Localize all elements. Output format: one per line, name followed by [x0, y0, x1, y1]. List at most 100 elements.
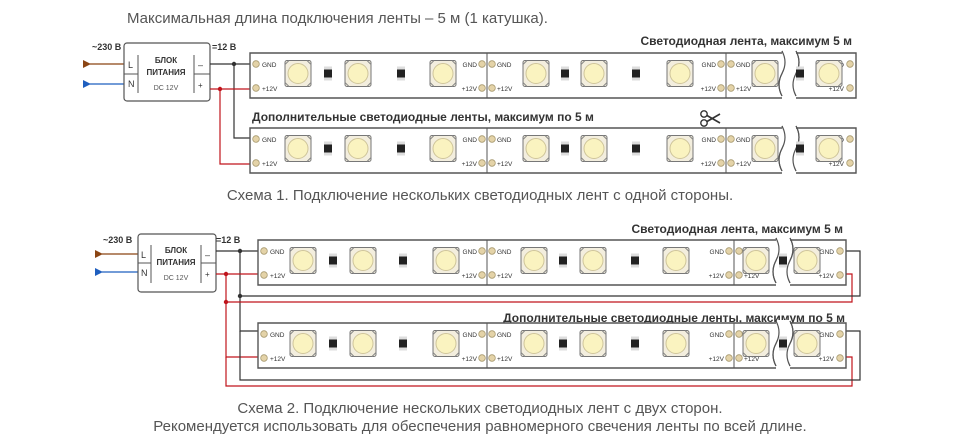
wire-plus-branch: [225, 274, 262, 358]
solder-pad: [488, 84, 496, 92]
gnd-pad-label: GND: [710, 249, 725, 256]
solder-pad: [488, 271, 496, 279]
led-chip: [742, 330, 770, 357]
scheme-1-caption: Схема 1. Подключение нескольких светодио…: [226, 187, 734, 204]
gnd-pad-label: GND: [463, 137, 478, 144]
gnd-pad-label: GND: [463, 249, 478, 256]
solder-pad: [717, 159, 725, 167]
resistor: [779, 336, 787, 351]
solder-pad: [846, 84, 854, 92]
resistor: [632, 66, 640, 81]
led-chip: [815, 60, 843, 87]
solder-pad: [478, 84, 486, 92]
solder-pad: [478, 247, 486, 255]
resistor: [559, 336, 567, 351]
wire-plus-return-1: [226, 273, 853, 303]
led-chip: [289, 330, 317, 357]
resistor: [561, 141, 569, 156]
solder-pad: [488, 60, 496, 68]
led-chip: [751, 60, 779, 87]
solder-pad: [478, 60, 486, 68]
solder-pad: [488, 354, 496, 362]
mains-label: ~230 В: [103, 235, 133, 245]
scheme-2-caption-line-1: Схема 2. Подключение нескольких светодио…: [237, 400, 723, 417]
psu-minus-terminal: –: [205, 250, 210, 260]
strip-1-title: Светодиодная лента, максимум 5 м: [640, 34, 852, 48]
solder-pad: [725, 354, 733, 362]
psu-plus-terminal: +: [198, 81, 203, 90]
plus12-pad-label: +12V: [497, 161, 513, 168]
plus12-pad-label: +12V: [819, 356, 835, 363]
resistor: [399, 336, 407, 351]
led-chip: [579, 330, 607, 357]
resistor: [796, 66, 804, 81]
solder-pad: [727, 84, 735, 92]
solder-pad: [725, 247, 733, 255]
led-chip: [284, 135, 312, 162]
led-chip: [349, 330, 377, 357]
scheme-2: ~230 В L N – + БЛОК ПИТАНИЯ DC 12V =12 В…: [95, 222, 861, 387]
solder-pad: [846, 159, 854, 167]
led-chip: [662, 247, 690, 274]
solder-pad: [735, 271, 743, 279]
gnd-pad-label: GND: [262, 137, 277, 144]
gnd-pad-label: GND: [736, 62, 751, 69]
solder-pad: [836, 271, 844, 279]
plus12-pad-label: +12V: [736, 161, 752, 168]
led-chip: [429, 135, 457, 162]
strip-1-title: Светодиодная лента, максимум 5 м: [631, 222, 843, 236]
solder-pad: [478, 159, 486, 167]
psu-title-1: БЛОК: [155, 56, 177, 65]
scheme-1: ~230 В L N – + БЛОК ПИТАНИЯ DC 12V =12 В…: [83, 34, 857, 176]
plus12-pad-label: +12V: [744, 356, 760, 363]
plus12-pad-label: +12V: [497, 273, 513, 280]
scissors-icon: [700, 110, 721, 127]
led-chip: [520, 247, 548, 274]
solder-pad: [727, 135, 735, 143]
resistor: [329, 336, 337, 351]
led-chip: [344, 60, 372, 87]
led-chip: [349, 247, 377, 274]
led-chip: [432, 247, 460, 274]
solder-pad: [478, 330, 486, 338]
resistor: [631, 253, 639, 268]
solder-pad: [725, 271, 733, 279]
wire-minus-return-2: [239, 330, 861, 381]
led-chip: [344, 135, 372, 162]
gnd-pad-label: GND: [262, 62, 277, 69]
scheme-2-caption-line-2: Рекомендуется использовать для обеспечен…: [153, 418, 807, 435]
plus12-pad-label: +12V: [262, 161, 278, 168]
led-chip: [662, 330, 690, 357]
solder-pad: [836, 354, 844, 362]
solder-pad: [717, 60, 725, 68]
psu-title-1: БЛОК: [165, 246, 187, 255]
resistor: [397, 66, 405, 81]
plus12-pad-label: +12V: [497, 86, 513, 93]
psu-l-terminal: L: [141, 250, 146, 260]
mains-label: ~230 В: [92, 42, 122, 52]
gnd-pad-label: GND: [497, 332, 512, 339]
led-chip: [522, 60, 550, 87]
plus12-pad-label: +12V: [701, 161, 717, 168]
gnd-pad-label: GND: [736, 137, 751, 144]
solder-pad: [717, 84, 725, 92]
plus12-pad-label: +12V: [270, 356, 286, 363]
solder-pad: [488, 247, 496, 255]
solder-pad: [252, 135, 260, 143]
plus12-pad-label: +12V: [701, 86, 717, 93]
plus12-pad-label: +12V: [819, 273, 835, 280]
voltage-label: =12 В: [212, 42, 237, 52]
plus12-pad-label: +12V: [709, 356, 725, 363]
psu-plus-terminal: +: [205, 270, 210, 279]
led-chip: [289, 247, 317, 274]
plus12-pad-label: +12V: [270, 273, 286, 280]
psu-n-terminal: N: [128, 79, 135, 89]
gnd-pad-label: GND: [497, 249, 512, 256]
led-chip: [522, 135, 550, 162]
resistor: [397, 141, 405, 156]
plus12-pad-label: +12V: [262, 86, 278, 93]
gnd-pad-label: GND: [497, 62, 512, 69]
psu-subtitle: DC 12V: [154, 85, 179, 92]
plus12-pad-label: +12V: [709, 273, 725, 280]
strip-2-title: Дополнительные светодиодные ленты, макси…: [503, 311, 845, 325]
